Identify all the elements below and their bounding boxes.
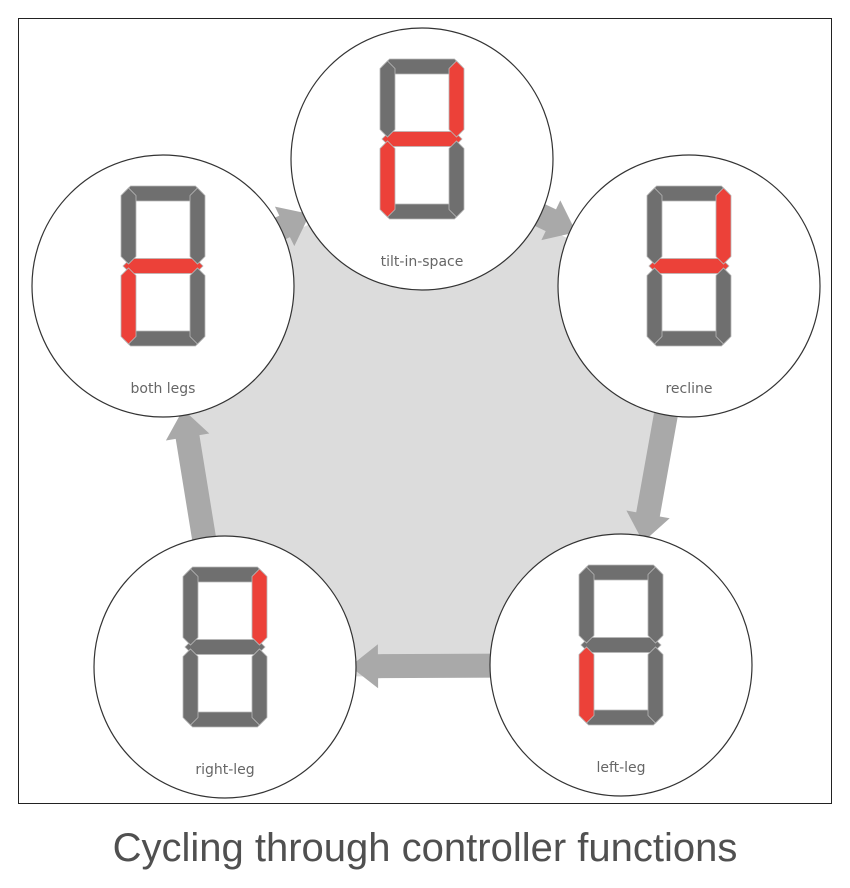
segment-g-unlit <box>184 639 266 655</box>
segment-c-unlit <box>189 267 206 345</box>
segment-e-unlit <box>182 648 199 726</box>
segment-g-lit <box>648 258 730 274</box>
segment-c-unlit <box>448 140 465 218</box>
mode-label: left-leg <box>596 760 645 776</box>
segment-b-lit <box>448 60 465 138</box>
seven-segment-display <box>578 564 664 726</box>
segment-b-unlit <box>647 566 664 644</box>
segment-e-unlit <box>646 267 663 345</box>
cycle-arrow <box>165 409 218 550</box>
segment-f-unlit <box>578 566 595 644</box>
cycle-arrow <box>626 403 680 542</box>
figure-caption: Cycling through controller functions <box>112 826 738 870</box>
mode-both-legs: both legs <box>31 154 295 418</box>
segment-c-unlit <box>251 648 268 726</box>
segment-c-unlit <box>715 267 732 345</box>
mode-left-leg: left-leg <box>489 533 753 797</box>
segment-c-unlit <box>647 646 664 724</box>
mode-tilt: tilt-in-space <box>290 27 554 291</box>
segment-f-unlit <box>379 60 396 138</box>
seven-segment-display <box>182 566 268 728</box>
mode-label: both legs <box>131 381 196 397</box>
segment-f-unlit <box>182 568 199 646</box>
mode-circle <box>31 154 295 418</box>
segment-b-lit <box>251 568 268 646</box>
mode-circle <box>489 533 753 797</box>
segment-b-lit <box>715 187 732 265</box>
segment-e-lit <box>578 646 595 724</box>
cycle-arrow <box>350 644 501 689</box>
mode-circle <box>290 27 554 291</box>
mode-circle <box>93 535 357 799</box>
segment-f-unlit <box>120 187 137 265</box>
cycle-diagram: tilt-in-space recline left-leg right-leg bot… <box>31 27 821 799</box>
segment-g-lit <box>122 258 204 274</box>
mode-label: right-leg <box>195 762 254 778</box>
segment-b-unlit <box>189 187 206 265</box>
seven-segment-display <box>379 58 465 220</box>
mode-right-leg: right-leg <box>93 535 357 799</box>
segment-g-unlit <box>580 637 662 653</box>
seven-segment-display <box>120 185 206 347</box>
mode-recline: recline <box>557 154 821 418</box>
segment-g-lit <box>381 131 463 147</box>
mode-circles: tilt-in-space recline left-leg right-leg bot… <box>31 27 821 799</box>
segment-e-lit <box>379 140 396 218</box>
cycle-arrows <box>165 200 680 689</box>
mode-label: recline <box>665 381 712 397</box>
segment-f-unlit <box>646 187 663 265</box>
mode-circle <box>557 154 821 418</box>
segment-e-lit <box>120 267 137 345</box>
seven-segment-display <box>646 185 732 347</box>
mode-label: tilt-in-space <box>381 254 464 270</box>
